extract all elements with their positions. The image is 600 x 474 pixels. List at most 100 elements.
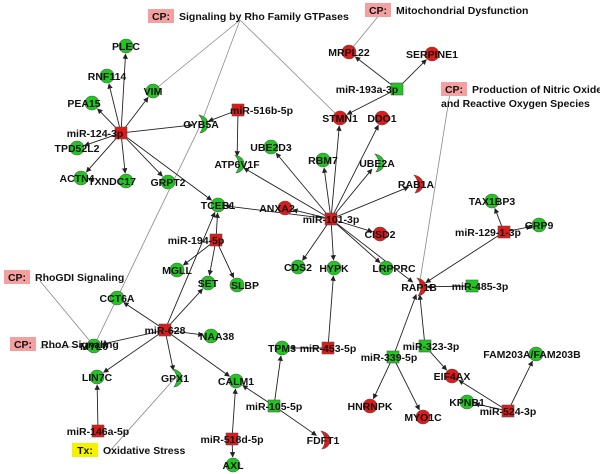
node-vim[interactable]: VIM — [144, 83, 163, 99]
node-mir-146a-5p[interactable]: miR-146a-5p — [67, 424, 129, 438]
node-mir-101-3p[interactable]: miR-101-3p — [303, 212, 360, 226]
node-mir-194-5p[interactable]: miR-194-5p — [168, 233, 225, 247]
node-hypk[interactable]: HYPK — [319, 260, 349, 276]
node-tax1bp3[interactable]: TAX1BP3 — [469, 193, 516, 209]
annotation-label: RhoGDI Signaling — [35, 272, 124, 284]
node-lrpprc[interactable]: LRPPRC — [372, 260, 416, 276]
node-hnrnpk[interactable]: HNRNPK — [348, 398, 393, 414]
node-tceb1[interactable]: TCEB1 — [201, 197, 236, 213]
node-mir-193a-3p[interactable]: miR-193a-3p — [336, 82, 404, 96]
node-label: miR-124-3p — [67, 128, 124, 140]
node-myl6[interactable]: MYL6 — [80, 338, 108, 354]
node-calm1[interactable]: CALM1 — [218, 373, 254, 389]
node-grpt2[interactable]: GRPT2 — [150, 174, 186, 190]
edge-mir101-to-hypk — [330, 224, 336, 261]
node-mir-516b-5p[interactable]: miR-516b-5p — [230, 103, 293, 117]
node-atp6v1f[interactable]: ATP6V1F — [214, 154, 260, 174]
annotation-tag — [10, 337, 36, 351]
node-cyb5a[interactable]: CYB5A — [183, 114, 219, 134]
node-mir-339-5p[interactable]: miR-339-5p — [361, 350, 418, 364]
node-tpm3[interactable]: TPM3 — [268, 340, 296, 356]
edge-mir124-to-tpd52l2 — [84, 134, 116, 147]
node-label: miR-453-5p — [300, 343, 357, 355]
node-label: FDFT1 — [307, 435, 340, 447]
node-shape — [528, 346, 544, 362]
node-shape — [332, 110, 348, 126]
node-shape — [374, 110, 390, 126]
node-gpx1[interactable]: GPX1 — [161, 368, 189, 388]
node-pea15[interactable]: PEA15 — [67, 95, 101, 111]
node-shape — [86, 338, 102, 354]
node-cds2[interactable]: CDS2 — [284, 259, 312, 275]
node-rap1b[interactable]: RAP1B — [401, 277, 437, 297]
node-tpd52l2[interactable]: TPD52L2 — [55, 140, 100, 156]
node-cct6a[interactable]: CCT6A — [99, 290, 135, 306]
annotation-label: Production of Nitric Oxide — [472, 84, 600, 96]
node-rnf114[interactable]: RNF114 — [88, 68, 127, 84]
edge-mir124-to-actn4 — [85, 137, 118, 173]
node-stmn1[interactable]: STMN1 — [322, 110, 358, 126]
association-cp-nitric-rap1b — [418, 92, 451, 288]
node-label: miR-628 — [145, 325, 186, 337]
node-plec[interactable]: PLEC — [112, 38, 140, 54]
node-mir-628[interactable]: miR-628 — [145, 323, 186, 337]
node-naa38[interactable]: NAA38 — [200, 328, 235, 344]
node-shape — [109, 290, 125, 306]
node-kpnb1[interactable]: KPNB1 — [449, 394, 485, 410]
edge-mir146a-to-lin7c — [94, 384, 100, 426]
node-mrpl22[interactable]: MRPL22 — [328, 44, 370, 60]
node-mir-453-5p[interactable]: miR-453-5p — [300, 341, 357, 355]
edge-mir485-to-rap1b — [426, 284, 467, 290]
node-shape — [386, 350, 400, 364]
node-anxa2[interactable]: ANXA2 — [259, 200, 295, 216]
node-mir-524-3p[interactable]: miR-524-3p — [480, 404, 537, 418]
edge-mir129-to-tax1bp3 — [494, 207, 503, 227]
node-mir-485-3p[interactable]: miR-485-3p — [452, 279, 509, 293]
node-rab1a[interactable]: RAB1A — [398, 174, 435, 194]
node-shape — [277, 200, 293, 216]
annotation-tag — [365, 3, 391, 17]
node-shape — [89, 369, 105, 385]
node-fdft1[interactable]: FDFT1 — [307, 430, 340, 450]
edge-mir101-to-rap1b — [335, 222, 414, 283]
node-axl[interactable]: AXL — [223, 457, 245, 473]
node-actn4[interactable]: ACTN4 — [59, 170, 95, 186]
node-label: CDS2 — [284, 262, 312, 274]
node-mir-129-1-3p[interactable]: miR-129-1-3p — [455, 225, 521, 239]
node-rbm7[interactable]: RBM7 — [308, 152, 338, 168]
node-shape — [200, 275, 216, 291]
edge-mir628-to-myl6 — [101, 330, 160, 346]
node-mir-124-3p[interactable]: miR-124-3p — [67, 126, 128, 140]
node-mgll[interactable]: MGLL — [162, 262, 192, 278]
node-mir-105-5p[interactable]: miR-105-5p — [246, 399, 303, 413]
node-shape — [444, 368, 460, 384]
node-myo1c[interactable]: MYO1C — [404, 409, 442, 425]
node-slbp[interactable]: SLBP — [229, 277, 259, 293]
node-ube2a[interactable]: UBE2A — [359, 153, 395, 173]
edge-mir524-to-eif4ax — [458, 379, 504, 409]
node-shape — [374, 153, 385, 173]
node-grp9[interactable]: GRP9 — [525, 217, 554, 233]
node-fam203a-fam203b[interactable]: FAM203A/FAM203B — [483, 346, 581, 362]
node-txndc17[interactable]: TXNDC17 — [88, 173, 136, 189]
node-shape — [91, 424, 105, 438]
association-cyb5a-myl6 — [93, 123, 202, 347]
node-mir-323-3p[interactable]: miR-323-3p — [403, 339, 460, 353]
node-eif4ax[interactable]: EIF4AX — [434, 368, 471, 384]
edge-mir101-to-cisd2 — [336, 220, 373, 233]
node-ddo1[interactable]: DDO1 — [367, 110, 397, 126]
node-lin7c[interactable]: LIN7C — [82, 369, 113, 385]
node-mir-518d-5p[interactable]: miR-518d-5p — [200, 432, 264, 446]
node-shape — [416, 277, 427, 297]
annotation-prefix: CP: — [8, 272, 26, 284]
edge-mir124-to-grpt2 — [124, 137, 163, 177]
node-label: TAX1BP3 — [469, 196, 516, 208]
node-set[interactable]: SET — [198, 275, 219, 291]
annotation-signaling-by-rho-family-gtpases: CP:Signaling by Rho Family GTPases — [148, 9, 349, 23]
edge-mir628-to-cct6a — [123, 302, 161, 328]
node-shape — [158, 323, 172, 337]
edge-mir124-to-txndc17 — [121, 138, 128, 174]
node-serpine1[interactable]: SERPINE1 — [406, 46, 458, 62]
node-ube2d3[interactable]: UBE2D3 — [250, 139, 292, 155]
node-cisd2[interactable]: CISD2 — [365, 226, 396, 242]
